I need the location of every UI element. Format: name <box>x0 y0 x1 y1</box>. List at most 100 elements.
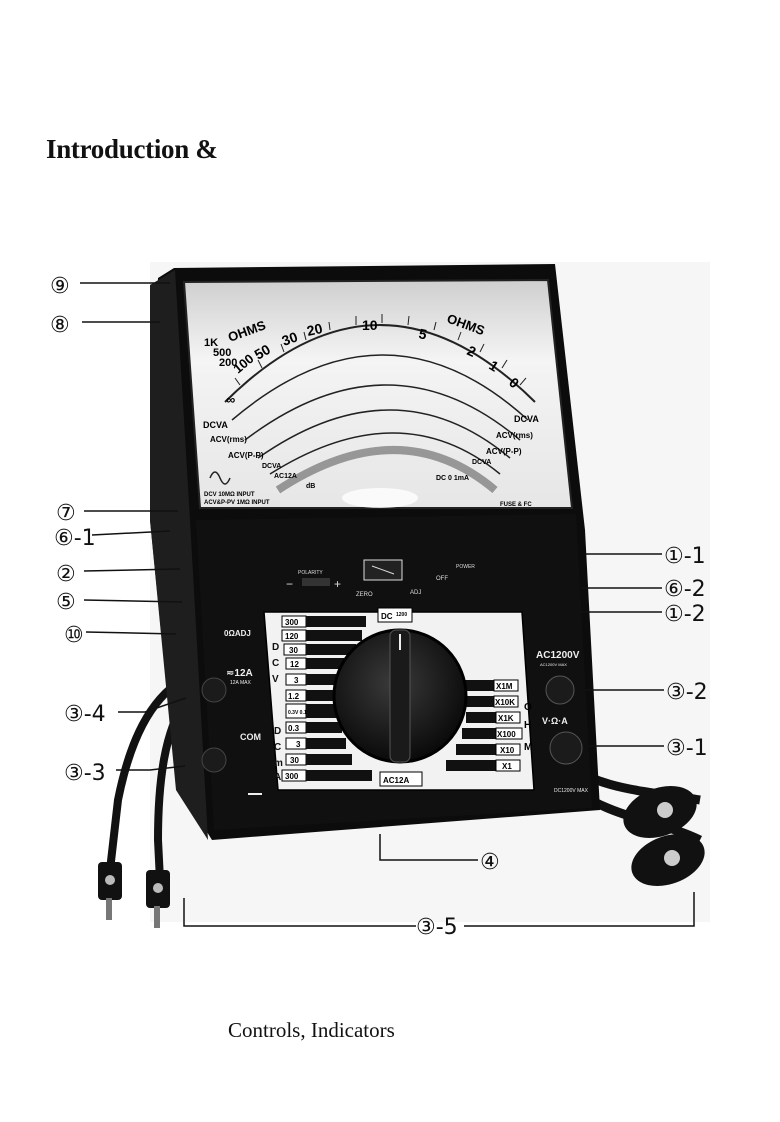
dc-value: 1200 <box>396 612 407 618</box>
svg-text:30: 30 <box>290 756 299 765</box>
vac-jack[interactable] <box>545 675 575 705</box>
vac-jack-label: AC1200V <box>536 650 580 661</box>
callout-7: ⑦ <box>56 501 76 526</box>
group-letter: A <box>274 772 281 783</box>
callout-3-1: ③-1 <box>666 736 708 761</box>
com-label: COM <box>240 732 261 742</box>
callout-3-2: ③-2 <box>666 680 708 705</box>
left-range-row[interactable]: 0.3 <box>285 721 342 734</box>
svg-text:X100: X100 <box>497 730 516 739</box>
ac12a-position[interactable] <box>379 771 423 787</box>
callout-3-3: ③-3 <box>64 761 106 786</box>
ohm-mark: 20 <box>305 320 324 339</box>
callout-3-4: ③-4 <box>64 702 106 727</box>
group-letter: D <box>272 642 279 653</box>
svg-text:3: 3 <box>294 676 299 685</box>
right-range-row[interactable]: X1 <box>446 759 521 772</box>
dcva-label-right: DCVA <box>514 414 539 424</box>
right-range-list: X1M X10K X1K X100 X10 X1 <box>446 679 523 772</box>
dc-position[interactable] <box>377 607 413 623</box>
left-range-row[interactable]: 3 <box>285 737 346 750</box>
svg-text:120: 120 <box>285 632 299 641</box>
svg-text:300: 300 <box>285 618 299 627</box>
group-letter: V <box>272 674 279 685</box>
infinity-mark: ∞ <box>226 392 235 407</box>
vohm-jack-label: V·Ω·A <box>542 716 568 726</box>
callout-8: ⑧ <box>50 313 70 338</box>
left-range-row[interactable]: 300 <box>281 615 366 628</box>
off-label: OFF <box>436 576 448 582</box>
callout-1-2: ①-2 <box>664 602 706 627</box>
ohm-mark: 5 <box>417 325 428 342</box>
right-range-row[interactable]: X1K <box>466 711 521 724</box>
ohm-mark: 1K <box>204 337 218 349</box>
right-range-row[interactable]: X100 <box>462 727 523 740</box>
left-range-row[interactable]: 30 <box>285 753 352 766</box>
zero-ohm-adj-label: 0ΩADJ <box>224 629 251 638</box>
polarity-switch[interactable] <box>302 578 330 586</box>
callout-3-5: ③-5 <box>416 915 458 940</box>
polarity-minus: − <box>286 577 293 591</box>
right-range-row[interactable]: X10K <box>462 695 519 708</box>
input-note-1: DCV 10MΩ INPUT <box>204 492 255 498</box>
svg-text:1.2: 1.2 <box>288 692 300 701</box>
left-range-row[interactable]: 300 <box>281 769 372 782</box>
dc1200-note: DC1200V MAX <box>554 788 589 794</box>
fuse-note: FUSE & FC <box>500 502 532 508</box>
current-jack-label: ≂12A <box>226 668 253 679</box>
ohm-mark: 200 <box>219 357 237 369</box>
right-range-row[interactable]: X1M <box>458 679 519 692</box>
adj-label: ADJ <box>410 590 421 596</box>
group-letter-right: M <box>524 742 532 753</box>
callout-lines <box>80 282 695 927</box>
svg-text:X1: X1 <box>502 762 512 771</box>
callout-6-2: ⑥-2 <box>664 577 706 602</box>
control-panel: POLARITY − + ZERO ADJ POWER OFF 0ΩADJ ≂1… <box>196 514 592 830</box>
ac12a-scale-label: AC12A <box>274 473 297 480</box>
ac12a-tab-label: AC12A <box>383 776 409 785</box>
callout-9: ⑨ <box>50 274 70 299</box>
ac-sine-icon <box>209 471 231 485</box>
callout-6-1: ⑥-1 <box>54 526 96 551</box>
left-range-row[interactable]: 0.3V 0.1mA <box>285 703 340 719</box>
com-jack[interactable] <box>201 747 227 773</box>
dc-1ma-label: DC 0 1mA <box>436 475 469 482</box>
current-jack-sub: 12A MAX <box>230 680 252 686</box>
group-letter-right: O <box>524 702 532 713</box>
group-letter: C <box>274 742 281 753</box>
left-range-row[interactable]: 120 <box>281 629 362 642</box>
vohm-jack[interactable] <box>549 731 583 765</box>
right-range-row[interactable]: X10 <box>456 743 521 756</box>
acv-rms-label-right: ACV(rms) <box>496 431 533 440</box>
svg-text:3: 3 <box>296 740 301 749</box>
meter-face: OHMS OHMS 1K 500 200 100 50 30 20 10 5 2… <box>182 278 574 509</box>
ohm-mark: 50 <box>252 341 274 363</box>
left-range-row[interactable]: 3 <box>285 673 344 686</box>
callout-5: ⑤ <box>56 590 76 615</box>
callout-4: ④ <box>480 850 500 875</box>
svg-text:X1M: X1M <box>496 682 513 691</box>
left-range-row[interactable]: 30 <box>283 643 356 656</box>
svg-text:X10K: X10K <box>495 698 515 707</box>
callouts: ⑨ ⑧ ⑦ ⑥-1 ② ⑤ ⑩ ③-4 ③-3 ①-1 ⑥-2 ①-2 ③-2 … <box>50 274 708 940</box>
current-jack[interactable] <box>201 677 227 703</box>
dcva-label-left: DCVA <box>203 420 228 430</box>
dc-label: DC <box>381 612 393 621</box>
group-letter: D <box>274 726 281 737</box>
knob-pointer-bar <box>389 629 411 763</box>
ohm-mark: 30 <box>280 328 300 348</box>
left-range-list: 300 120 30 12 3 1.2 0.3V 0.1mA 0.3 3 30 … <box>281 615 372 782</box>
ohm-mark: 10 <box>362 317 378 333</box>
svg-text:X1K: X1K <box>498 714 514 723</box>
acv-pp-label-left: ACV(P-P) <box>228 451 264 460</box>
svg-text:12: 12 <box>290 660 299 669</box>
dcva-small-label-right: DCVA <box>472 459 491 466</box>
left-range-row[interactable]: 1.2 <box>285 689 342 702</box>
svg-text:0.3: 0.3 <box>288 724 300 733</box>
dcva-small-label: DCVA <box>262 463 281 470</box>
page-heading: Introduction & <box>46 134 218 164</box>
svg-text:30: 30 <box>289 646 298 655</box>
acv-rms-label-left: ACV(rms) <box>210 435 247 444</box>
left-range-row[interactable]: 12 <box>285 657 352 670</box>
